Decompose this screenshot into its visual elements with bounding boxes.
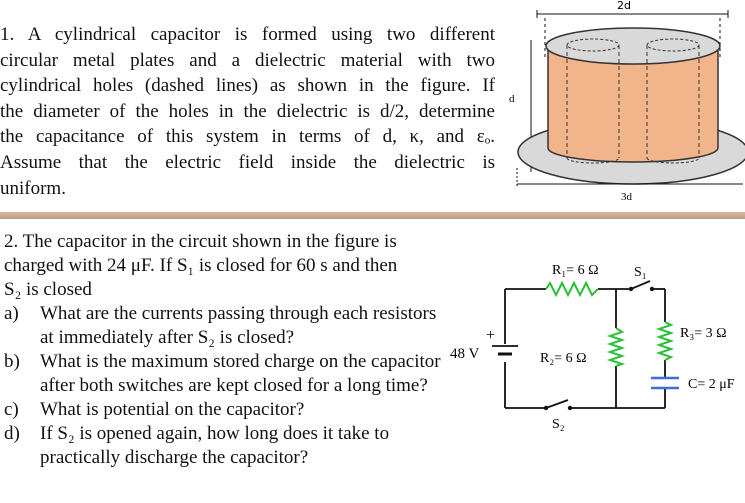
problem-2-intro-line: 2. The capacitor in the circuit shown in… [4, 231, 397, 252]
section-divider [0, 212, 745, 219]
dielectric-body [547, 47, 719, 163]
resistor-r2 [606, 327, 626, 367]
question-label: b) [4, 351, 20, 372]
s2-label: S₂ [552, 417, 565, 432]
battery-plus-label: + [486, 327, 495, 344]
question-b: b) What is the maximum stored charge on … [4, 350, 449, 398]
resistor-r1 [545, 280, 599, 298]
question-text: If S₂ is opened again, how long does it … [40, 423, 390, 468]
question-a: a) What are the currents passing through… [4, 302, 449, 350]
question-c: c) What is potential on the capacitor? [4, 398, 449, 422]
capacitor-label: C= 2 μF [688, 377, 735, 392]
r3-label: R₃= 3 Ω [680, 326, 727, 341]
battery-voltage-label: 48 V [450, 346, 479, 362]
capacitor: C= 2 μF [651, 376, 735, 392]
question-text: What is potential on the capacitor? [40, 399, 305, 420]
problem-1-line: cylindrical holes (dashed lines) as show… [0, 75, 495, 97]
question-text: What is the maximum stored charge on the… [40, 351, 441, 396]
problem-2-text: 2. The capacitor in the circuit shown in… [4, 230, 449, 470]
question-d: d) If S₂ is opened again, how long does … [4, 422, 449, 470]
side-dimension-label: d [509, 93, 515, 105]
problem-1-line: the diameter of the holes in the dielect… [0, 100, 495, 122]
switch-s1: S₁ [628, 265, 655, 292]
question-text: What are the currents passing through ea… [40, 303, 437, 348]
circuit-diagram: + 48 V R₁= 6 Ω S₁ R₂= 6 Ω R₃= 3 Ω C= 2 μ… [450, 263, 735, 432]
switch-s2: S₂ [543, 399, 573, 432]
cylinder-capacitor-figure: 2d d 3d [509, 0, 745, 203]
battery: + 48 V [450, 327, 518, 362]
top-dimension-label: 2d [617, 0, 631, 12]
top-plate [545, 27, 721, 65]
bottom-dimension-label: 3d [621, 191, 633, 203]
problem-2-intro-line: charged with 24 μF. If S₁ is closed for … [4, 255, 398, 276]
r1-label: R₁= 6 Ω [552, 263, 599, 278]
resistor-r3 [655, 321, 675, 361]
question-label: a) [4, 303, 19, 324]
problem-1-line: uniform. [0, 177, 66, 199]
question-label: c) [4, 399, 19, 420]
problem-1-line: 1. A cylindrical capacitor is formed usi… [0, 24, 495, 45]
problem-1-line: Assume that the electric field inside th… [0, 151, 495, 173]
problem-1-line: circular metal plates and a dielectric m… [0, 49, 495, 71]
problem-1-text: 1. A cylindrical capacitor is formed usi… [0, 22, 495, 201]
r2-label: R₂= 6 Ω [540, 351, 587, 366]
question-label: d) [4, 423, 20, 444]
problem-1-line: the capacitance of this system in terms … [0, 126, 495, 148]
s1-label: S₁ [634, 265, 647, 280]
problem-2-intro-line: S₂ is closed [4, 279, 92, 300]
